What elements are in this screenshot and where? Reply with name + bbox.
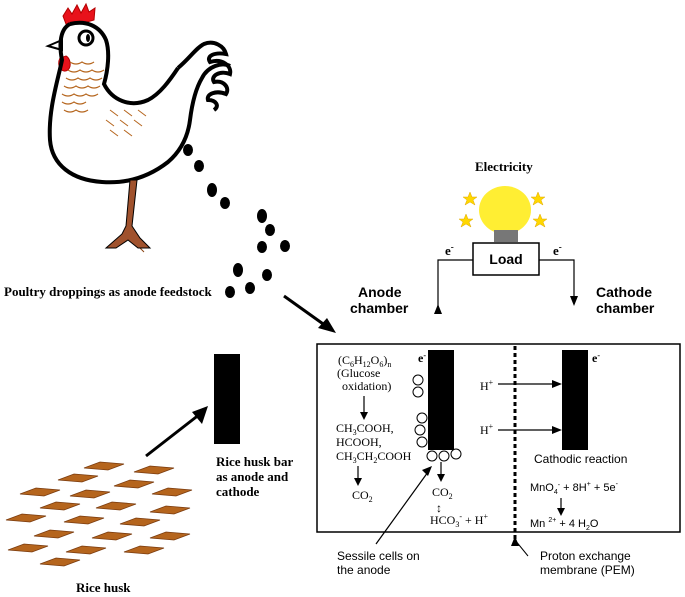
acid-arrowhead — [354, 478, 362, 486]
rice-husk-bar — [214, 354, 240, 444]
anode-electrode — [428, 350, 454, 450]
rice-husk-bar-label-1: Rice husk bar — [216, 454, 294, 469]
electricity-label: Electricity — [475, 159, 533, 174]
cathode-electrode — [562, 350, 588, 450]
cathodic-reaction-title: Cathodic reaction — [534, 452, 627, 466]
mfc-cell-box — [316, 343, 681, 533]
sessile-cells — [412, 374, 462, 462]
anode-chamber-label-1: Anode — [358, 284, 402, 300]
bicarbonate: HCO3- + H+ — [430, 512, 488, 529]
equilibrium-arrow: ↕ — [436, 501, 442, 515]
acid-line-2: HCOOH, — [336, 435, 382, 449]
acid-line-3: CH3CH2COOH — [336, 449, 412, 465]
glucose-arrowhead — [360, 412, 368, 420]
electron-left-label: e- — [445, 242, 454, 258]
light-bulb-icon — [458, 186, 548, 242]
droppings — [183, 144, 290, 298]
proton-label-1: H+ — [480, 378, 494, 393]
rice-husk-bar-label-3: cathode — [216, 484, 260, 499]
sessile-pointer-head — [422, 466, 432, 476]
feedstock-arrow — [283, 294, 336, 333]
chicken-illustration — [45, 2, 233, 253]
load-label: Load — [489, 251, 522, 267]
pem-pointer — [514, 539, 529, 557]
glucose-paren: (Glucose — [337, 366, 380, 380]
acid-line-1: CH3COOH, — [336, 421, 394, 437]
anode-down-arrowhead — [437, 474, 445, 482]
sessile-label-2: the anode — [337, 563, 391, 577]
proton-arrowhead-1 — [552, 380, 562, 388]
rice-husk-pile — [5, 461, 193, 567]
cathodic-reaction-2: Mn 2+ + 4 H2O — [530, 517, 599, 532]
sessile-pointer — [375, 471, 429, 545]
co2-left: CO2 — [352, 488, 373, 504]
cathode-chamber-label-2: chamber — [596, 300, 655, 316]
sessile-label-1: Sessile cells on — [337, 549, 420, 563]
co2-mid: CO2 — [432, 485, 453, 501]
anode-electron-label: e- — [418, 351, 426, 365]
cathode-down-arrow — [570, 296, 578, 306]
pem-pointer-head — [511, 536, 519, 546]
poultry-label: Poultry droppings as anode feedstock — [4, 284, 213, 299]
proton-label-2: H+ — [480, 422, 494, 437]
rice-husk-label: Rice husk — [76, 580, 131, 595]
cathodic-reaction-1: MnO4- + 8H+ + 5e- — [530, 481, 619, 496]
circuit-wires — [437, 259, 575, 312]
electron-right-label: e- — [553, 242, 562, 258]
proton-arrowhead-2 — [552, 426, 562, 434]
cathodic-arrowhead — [557, 508, 565, 516]
glucose-oxidation: oxidation) — [342, 379, 391, 393]
pem-label-2: membrane (PEM) — [540, 563, 635, 577]
rice-husk-bar-label-2: as anode and — [216, 469, 289, 484]
pem-label-1: Proton exchange — [540, 549, 631, 563]
anode-chamber-label-2: chamber — [350, 300, 409, 316]
cathode-electron-label: e- — [592, 351, 600, 365]
cathode-chamber-label-1: Cathode — [596, 284, 652, 300]
husk-to-bar-arrow — [145, 406, 208, 458]
anode-up-arrow — [434, 304, 442, 314]
load-box — [472, 242, 540, 276]
